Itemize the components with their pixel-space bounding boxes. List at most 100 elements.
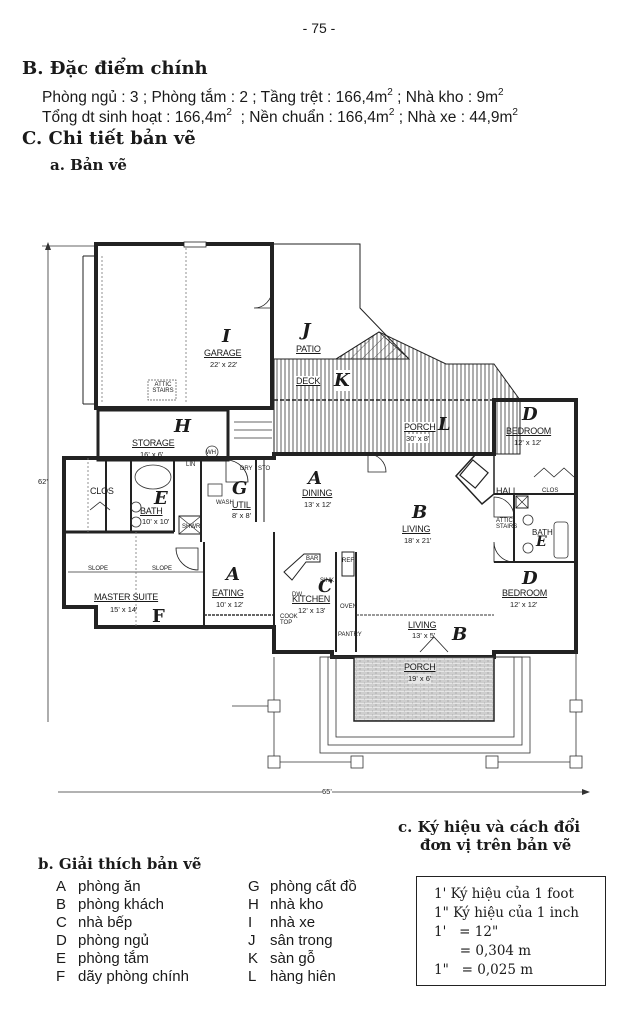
room-key-living: B [412, 502, 428, 523]
legend-label: nhà kho [270, 896, 324, 913]
legend-label: hàng hiên [270, 968, 336, 985]
bar-label: BAR [306, 556, 319, 562]
room-key-utility: G [232, 478, 248, 499]
room-size-kitchen: 12' x 13' [298, 606, 326, 615]
overall-width-label: 65' [322, 787, 332, 796]
inch-symbol-row: 1" Ký hiệu của 1 inch [434, 905, 579, 921]
room-size-master-bath: 10' x 10' [142, 517, 170, 526]
oven-label: OVEN [340, 604, 358, 610]
room-key-front-living: B [452, 624, 468, 645]
room-name-front-porch: PORCH [404, 662, 436, 672]
floor-plan-drawing [42, 241, 590, 795]
room-name-kitchen: KITCHEN [292, 594, 331, 604]
subsection-a-heading: a. Bản vẽ [50, 156, 127, 174]
room-size-utility: 8' x 8' [232, 511, 252, 520]
washer-label: WASH [216, 500, 234, 506]
hall-label: HALL [496, 486, 518, 496]
sink-label: SINK [320, 578, 335, 584]
subsection-b-heading: b. Giải thích bản vẽ [38, 855, 202, 873]
room-name-hall-bath: BATH [532, 528, 553, 537]
room-name-storage: STORAGE [132, 438, 175, 448]
spec-foundation: Nền chuẩn : 166,4m [249, 109, 389, 126]
slope-label-right: SLOPE [152, 566, 173, 572]
room-name-patio: PATIO [296, 344, 321, 354]
section-b-heading: B. Đặc điểm chính [22, 58, 208, 79]
room-key-dining: A [308, 468, 322, 489]
room-size-eating: 10' x 12' [216, 600, 244, 609]
room-name-utility: UTIL [232, 500, 251, 510]
room-name-master-bath: BATH [140, 506, 163, 516]
refrigerator-label: REF [342, 558, 354, 564]
overall-depth-label: 62' [38, 477, 48, 486]
legend-label: phòng ngủ [78, 932, 149, 949]
room-key-patio: J [302, 320, 311, 341]
spec-ground-floor: Tầng trệt : 166,4m [260, 89, 388, 106]
hall-closet-label: CLOS [542, 488, 559, 494]
page-number: - 75 - [302, 20, 336, 36]
subsection-c-line-1: c. Ký hiệu và cách đổi [398, 818, 581, 836]
legend-key: I [248, 914, 253, 931]
slope-label-left: SLOPE [88, 566, 109, 572]
room-size-front-living: 13' x 5' [412, 631, 436, 640]
room-key-garage: I [222, 326, 231, 347]
foot-to-meter-row: = 0,304 m [434, 943, 532, 959]
pantry-label: PANTRY [338, 632, 362, 638]
master-closet-label: CLOS [90, 486, 114, 496]
room-key-deck: K [334, 370, 350, 391]
subsection-c-line-2: đơn vị trên bản vẽ [420, 836, 572, 854]
floor-plan: 62' 65' I GARAGE 22' x 22' ATTIC STAIRS … [36, 232, 616, 807]
dryer-label: DRY [240, 466, 253, 472]
legend-key: L [248, 968, 257, 985]
room-name-deck: DECK [296, 376, 321, 386]
legend-key: J [248, 932, 256, 949]
room-size-front-porch: 19' x 6' [408, 674, 432, 683]
room-name-garage: GARAGE [204, 348, 242, 358]
room-size-garage: 22' x 22' [210, 360, 238, 369]
room-size-living: 18' x 21' [404, 536, 432, 545]
legend-label: phòng ăn [78, 878, 141, 895]
legend-key: B [56, 896, 67, 913]
room-key-master-bath: E [154, 488, 168, 509]
legend-label: phòng cất đồ [270, 878, 357, 895]
room-name-master-suite: MASTER SUITE [94, 592, 159, 602]
room-size-bedroom-2: 12' x 12' [510, 600, 538, 609]
room-name-dining: DINING [302, 488, 333, 498]
shower-label: SHWR [182, 524, 201, 530]
attic-stairs-label: ATTIC STAIRS [152, 382, 174, 394]
room-name-eating: EATING [212, 588, 244, 598]
room-size-master-suite: 15' x 14' [110, 605, 138, 614]
cook-top-label: COOK TOP [280, 614, 298, 626]
legend-label: nhà xe [270, 914, 316, 931]
legend-key: F [56, 968, 66, 985]
foot-symbol-row: 1' Ký hiệu của 1 foot [434, 886, 574, 902]
spec-bathrooms: Phòng tắm : 2 [151, 89, 248, 106]
inch-to-meter-row: 1" = 0,025 m [434, 962, 534, 978]
room-key-kitchen: C [318, 576, 333, 597]
dishwasher-label: DW [292, 592, 302, 598]
room-size-dining: 13' x 12' [304, 500, 332, 509]
legend-key: G [248, 878, 260, 895]
room-key-bedroom-2: D [522, 568, 538, 589]
room-key-hall-bath: E [536, 534, 547, 550]
room-key-master-suite: F [152, 606, 165, 627]
room-name-living: LIVING [402, 524, 431, 534]
legend-label: sàn gỗ [270, 950, 316, 967]
section-c-heading: C. Chi tiết bản vẽ [22, 128, 196, 149]
room-name-front-living: LIVING [408, 620, 437, 630]
unit-conversion-box: 1' Ký hiệu của 1 foot 1" Ký hiệu của 1 i… [416, 876, 606, 986]
room-name-rear-porch: PORCH [404, 422, 436, 432]
room-key-rear-porch: L [438, 414, 451, 435]
specs-line-2: Tổng dt sinh hoạt : 166,4m2 ; Nền chuẩn … [42, 107, 518, 126]
legend-label: phòng khách [78, 896, 164, 913]
water-heater-label: WH [206, 450, 216, 456]
hall-attic-stairs-label: ATTIC STAIRS [496, 518, 518, 530]
room-key-storage: H [174, 416, 192, 437]
linen-label: LIN [186, 462, 196, 468]
legend-key: D [56, 932, 67, 949]
legend-label: dãy phòng chính [78, 968, 189, 985]
legend-label: phòng tắm [78, 950, 149, 967]
room-size-storage: 16' x 6' [140, 450, 164, 459]
spec-storage: Nhà kho : 9m [405, 89, 498, 106]
legend-label: sân trong [270, 932, 333, 949]
